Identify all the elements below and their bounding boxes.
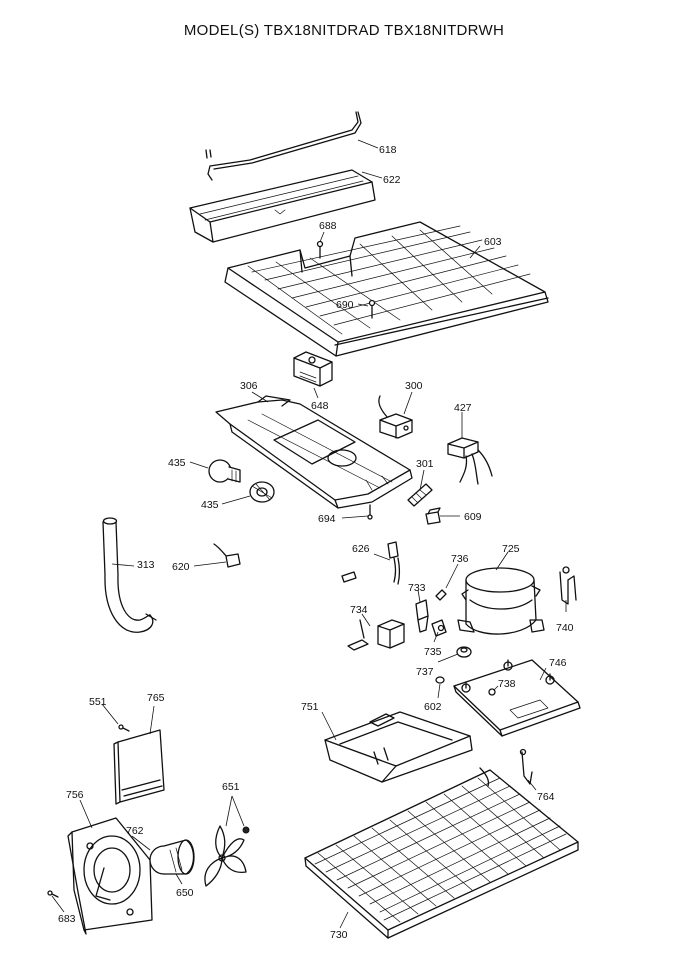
part-622-channel	[189, 169, 376, 243]
part-618-rod	[205, 111, 362, 181]
part-730-evaporator	[304, 767, 579, 939]
model-title: MODEL(S) TBX18NITDRAD TBX18NITDRWH	[183, 22, 505, 39]
part-764-bracket	[519, 748, 533, 785]
part-725-compressor	[457, 567, 545, 635]
part-751-drain-pan	[324, 711, 473, 783]
part-736-clip	[435, 589, 447, 601]
part-301-sleeve	[407, 483, 433, 507]
label-626: 626	[352, 543, 370, 555]
label-301: 301	[416, 458, 434, 470]
part-620-cap	[213, 543, 241, 568]
label-622: 622	[383, 174, 401, 186]
part-756-fan-shroud	[67, 817, 153, 935]
part-746-base-plate	[453, 659, 581, 737]
label-690: 690	[336, 299, 354, 311]
label-751: 751	[301, 701, 319, 713]
label-765: 765	[147, 692, 165, 704]
part-690-screw	[368, 299, 376, 319]
part-435-socket	[249, 481, 275, 503]
label-609: 609	[464, 511, 482, 523]
label-435-socket: 435	[201, 499, 219, 511]
label-756: 756	[66, 789, 84, 801]
part-602-washer	[435, 676, 445, 684]
label-735: 735	[424, 646, 442, 658]
label-551: 551	[89, 696, 107, 708]
label-427: 427	[454, 402, 472, 414]
label-730: 730	[330, 929, 348, 941]
label-306: 306	[240, 380, 258, 392]
part-735-cover	[431, 619, 447, 637]
label-746: 746	[549, 657, 567, 669]
label-688: 688	[319, 220, 337, 232]
part-435-bulb	[208, 459, 241, 483]
part-300-switch	[378, 395, 413, 439]
part-648-thermostat	[293, 351, 333, 387]
label-737: 737	[416, 666, 434, 678]
label-620: 620	[172, 561, 190, 573]
part-683-screw	[47, 890, 59, 898]
label-648: 648	[311, 400, 329, 412]
part-734-relay	[347, 619, 405, 651]
label-725: 725	[502, 543, 520, 555]
label-618: 618	[379, 144, 397, 156]
part-765-panel	[113, 729, 165, 805]
label-734: 734	[350, 604, 368, 616]
label-762: 762	[126, 825, 144, 837]
part-688-screw	[316, 240, 324, 259]
part-737-grommet	[456, 646, 472, 658]
label-435-bulb: 435	[168, 457, 186, 469]
label-764: 764	[537, 791, 555, 803]
label-736: 736	[451, 553, 469, 565]
label-313: 313	[137, 559, 155, 571]
part-733-overload	[415, 599, 429, 633]
part-313-drain-tube	[102, 517, 157, 633]
part-427-relay-box	[447, 437, 493, 485]
label-300: 300	[405, 380, 423, 392]
label-602: 602	[424, 701, 442, 713]
part-651-fan-blade	[204, 825, 250, 887]
part-650-fan-motor	[149, 839, 195, 875]
part-labels: 618 622 688 603 690 306 648 300 427 435 …	[58, 144, 574, 941]
label-603: 603	[484, 236, 502, 248]
label-740: 740	[556, 622, 574, 634]
part-740-bracket	[559, 566, 577, 605]
part-551-screw	[118, 724, 130, 732]
part-694-screw	[367, 504, 373, 520]
part-738-grommet	[488, 688, 496, 696]
leader-lines	[51, 139, 567, 929]
label-733: 733	[408, 582, 426, 594]
part-626-cord	[341, 541, 401, 585]
label-738: 738	[498, 678, 516, 690]
label-651: 651	[222, 781, 240, 793]
label-683: 683	[58, 913, 76, 925]
label-694: 694	[318, 513, 336, 525]
part-609-clip	[425, 507, 441, 525]
part-306-housing	[215, 395, 413, 509]
part-603-cover	[224, 221, 549, 357]
label-650: 650	[176, 887, 194, 899]
